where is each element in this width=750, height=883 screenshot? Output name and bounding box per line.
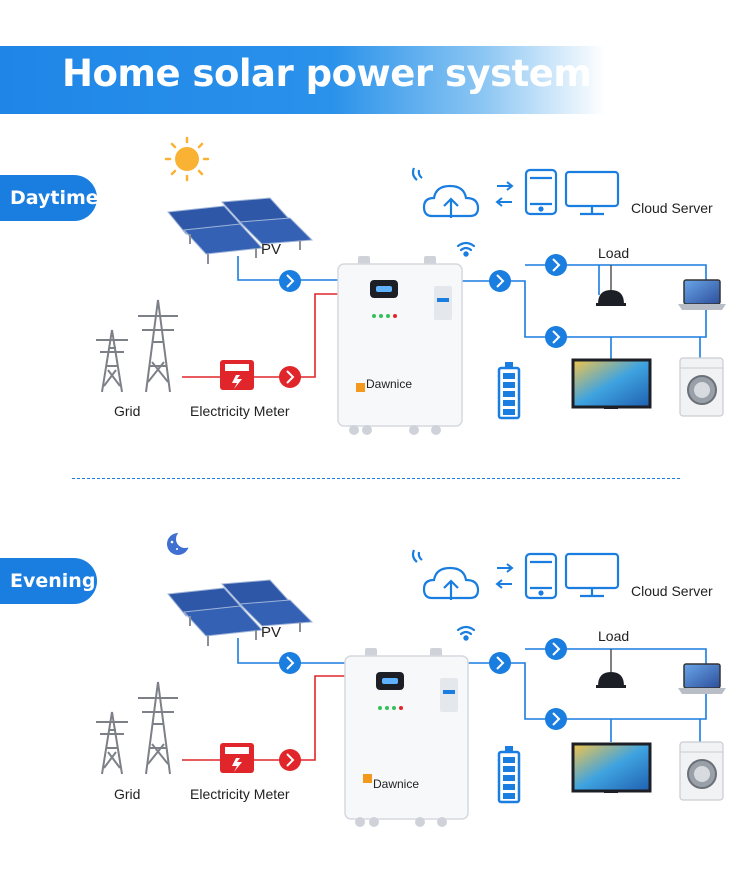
wifi-icon [456, 241, 476, 257]
meter-label: Electricity Meter [190, 786, 290, 802]
monitor-icon [564, 552, 620, 598]
daytime-diagram [96, 136, 726, 435]
arrow-badge-icon [279, 652, 301, 674]
load-label: Load [598, 628, 630, 644]
grid-tower-icon [96, 681, 178, 775]
cloud-server-label: Cloud Server [631, 583, 713, 599]
monitor-icon [564, 170, 620, 216]
battery-unit [337, 256, 463, 435]
tv-icon [571, 358, 652, 409]
pv-panel-icon [167, 197, 314, 264]
ceiling-lamp-icon [596, 649, 626, 688]
evening-diagram [96, 530, 726, 827]
sun-icon [164, 136, 210, 182]
washing-machine-icon [679, 357, 724, 417]
title-banner [0, 46, 605, 114]
arrow-badge-icon [545, 254, 567, 276]
load-label: Load [598, 245, 630, 261]
ceiling-lamp-icon [596, 265, 626, 306]
phone-icon [524, 552, 558, 600]
cloud-upload-icon [411, 549, 480, 600]
electricity-meter-icon [220, 360, 254, 390]
brand-label: Dawnice [366, 377, 413, 391]
moon-icon [167, 530, 194, 555]
sync-arrows-icon [495, 181, 514, 207]
grid-label: Grid [114, 403, 141, 419]
pv-label: PV [261, 624, 282, 641]
battery-level-icon [497, 362, 521, 420]
cloud-upload-icon [411, 167, 480, 218]
wifi-icon [456, 625, 476, 641]
tab-evening: Evening [0, 558, 97, 604]
laptop-icon [678, 279, 726, 310]
washing-machine-icon [679, 741, 724, 801]
pv-label: PV [261, 241, 282, 258]
page-title: Home solar power system [62, 52, 592, 95]
arrow-badge-icon [545, 326, 567, 348]
brand-label: Dawnice [373, 777, 420, 791]
tab-daytime: Daytime [0, 175, 99, 221]
arrow-badge-icon [489, 270, 511, 292]
arrow-badge-icon [545, 638, 567, 660]
battery-level-icon [497, 746, 521, 804]
tv-icon [571, 742, 652, 793]
grid-label: Grid [114, 786, 141, 802]
section-divider [72, 478, 680, 479]
pv-panel-icon [167, 579, 314, 646]
laptop-icon [678, 663, 726, 694]
arrow-badge-icon [545, 708, 567, 730]
phone-icon [524, 168, 558, 216]
red-arrow-badge-icon [279, 366, 301, 388]
sync-arrows-icon [495, 563, 514, 589]
electricity-meter-icon [220, 743, 254, 773]
arrow-badge-icon [279, 270, 301, 292]
arrow-badge-icon [489, 652, 511, 674]
grid-tower-icon [96, 299, 178, 393]
battery-unit [344, 648, 469, 827]
red-arrow-badge-icon [279, 749, 301, 771]
cloud-server-label: Cloud Server [631, 200, 713, 216]
meter-label: Electricity Meter [190, 403, 290, 419]
